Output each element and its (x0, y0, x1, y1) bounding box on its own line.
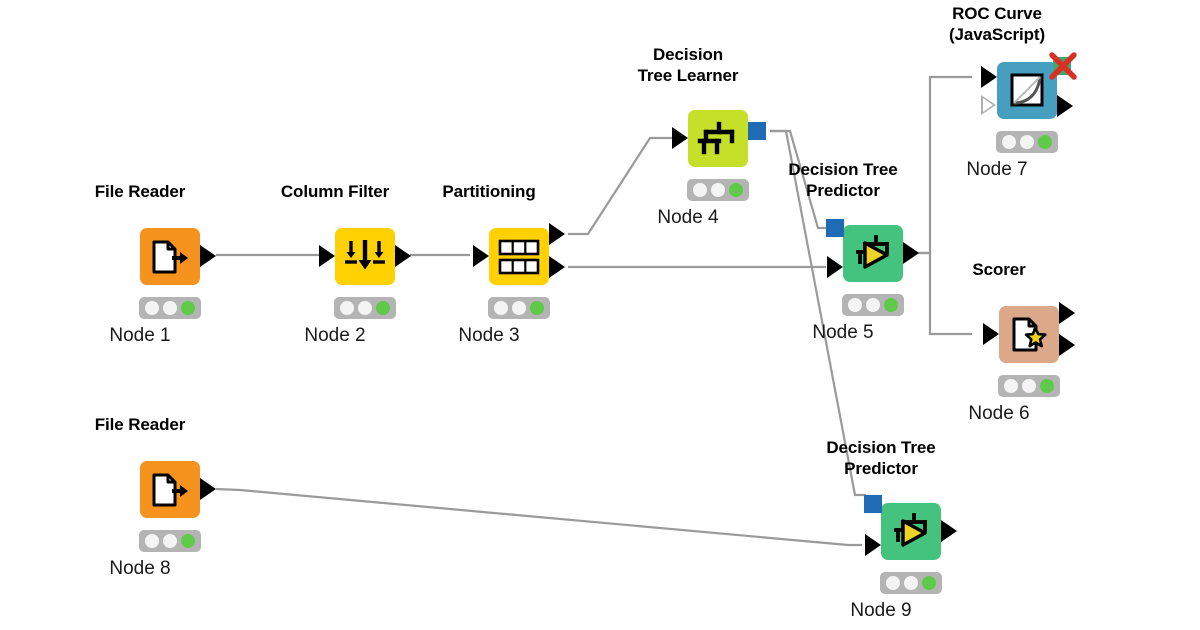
node-status-bar (687, 179, 749, 201)
output-port-data[interactable] (395, 245, 411, 267)
output-port-data[interactable] (200, 245, 216, 267)
node-body[interactable] (881, 503, 941, 560)
status-light-2 (866, 298, 880, 312)
status-light-3 (530, 301, 544, 315)
roc-curve-icon (1010, 73, 1044, 106)
output-port-data[interactable] (1057, 95, 1073, 117)
node-title: Scorer (972, 260, 1026, 279)
node-id-label: Node 3 (458, 325, 520, 346)
node-title: Decision Tree Predictor (826, 438, 936, 478)
output-port-data[interactable] (941, 520, 957, 542)
status-light-1 (1004, 379, 1018, 393)
file-reader-icon (152, 473, 188, 506)
output-port-data-2[interactable] (1059, 334, 1075, 356)
node-body[interactable] (489, 228, 549, 285)
input-port-data[interactable] (827, 256, 843, 278)
status-light-2 (512, 301, 526, 315)
status-light-3 (1040, 379, 1054, 393)
node-title: File Reader (94, 182, 186, 201)
status-light-1 (145, 534, 159, 548)
input-port-data[interactable] (981, 66, 997, 88)
column-filter-icon (345, 239, 385, 269)
input-port-optional[interactable] (981, 95, 996, 115)
node-id-label: Node 8 (109, 558, 171, 579)
node-id-label: Node 9 (850, 600, 912, 621)
status-light-2 (1022, 379, 1036, 393)
status-light-3 (376, 301, 390, 315)
node-title: Decision Tree Learner (637, 45, 739, 85)
node-id-label: Node 2 (304, 325, 366, 346)
status-light-2 (1020, 135, 1034, 149)
node-status-bar (880, 572, 942, 594)
status-light-2 (358, 301, 372, 315)
node-body[interactable] (140, 461, 200, 518)
status-light-1 (886, 576, 900, 590)
wire-node5-node7 (912, 75, 972, 255)
status-light-2 (904, 576, 918, 590)
node-id-label: Node 1 (109, 325, 171, 346)
node-body[interactable] (335, 228, 395, 285)
node-body[interactable] (999, 306, 1059, 363)
node-id-label: Node 4 (657, 207, 719, 228)
status-light-2 (163, 534, 177, 548)
file-reader-icon (152, 240, 188, 273)
input-port-model[interactable] (826, 219, 844, 237)
node-status-bar (334, 297, 396, 319)
wire-node5-node6 (912, 251, 972, 336)
node-title: ROC Curve (JavaScript) (948, 4, 1046, 44)
node-body[interactable] (997, 62, 1057, 119)
node-id-label: Node 7 (966, 159, 1028, 180)
predictor-icon (894, 512, 927, 547)
status-light-2 (163, 301, 177, 315)
node-status-bar (139, 297, 201, 319)
status-light-3 (884, 298, 898, 312)
input-port-data[interactable] (672, 127, 688, 149)
input-port-data[interactable] (319, 245, 335, 267)
node-status-bar (488, 297, 550, 319)
output-port-data-train[interactable] (549, 223, 565, 245)
input-port-model[interactable] (864, 495, 882, 513)
node-body[interactable] (688, 110, 748, 167)
node-status-bar (996, 131, 1058, 153)
node-id-label: Node 6 (968, 403, 1030, 424)
status-light-1 (1002, 135, 1016, 149)
node-title: Partitioning (442, 182, 536, 201)
node-body[interactable] (140, 228, 200, 285)
port-error-icon (1049, 52, 1077, 80)
output-port-model[interactable] (748, 122, 766, 140)
node-status-bar (842, 294, 904, 316)
status-light-3 (181, 534, 195, 548)
wire-node8-node9 (215, 487, 862, 547)
input-port-data[interactable] (473, 245, 489, 267)
node-status-bar (139, 530, 201, 552)
decision-tree-icon (697, 121, 735, 154)
status-light-1 (693, 183, 707, 197)
output-port-data[interactable] (200, 478, 216, 500)
node-status-bar (998, 375, 1060, 397)
output-port-data-test[interactable] (549, 256, 565, 278)
status-light-1 (848, 298, 862, 312)
status-light-3 (181, 301, 195, 315)
input-port-data[interactable] (865, 534, 881, 556)
scorer-icon (1012, 317, 1047, 351)
node-title: Column Filter (280, 182, 390, 201)
node-title: File Reader (94, 415, 186, 434)
node-id-label: Node 5 (812, 322, 874, 343)
status-light-3 (922, 576, 936, 590)
output-port-data-1[interactable] (1059, 302, 1075, 324)
partitioning-icon (498, 239, 540, 274)
node-body[interactable] (843, 225, 903, 282)
input-port-data[interactable] (983, 323, 999, 345)
status-light-1 (145, 301, 159, 315)
status-light-3 (1038, 135, 1052, 149)
status-light-2 (711, 183, 725, 197)
predictor-icon (856, 234, 889, 269)
status-light-1 (340, 301, 354, 315)
status-light-1 (494, 301, 508, 315)
status-light-3 (729, 183, 743, 197)
output-port-data[interactable] (903, 242, 919, 264)
node-title: Decision Tree Predictor (788, 160, 898, 200)
